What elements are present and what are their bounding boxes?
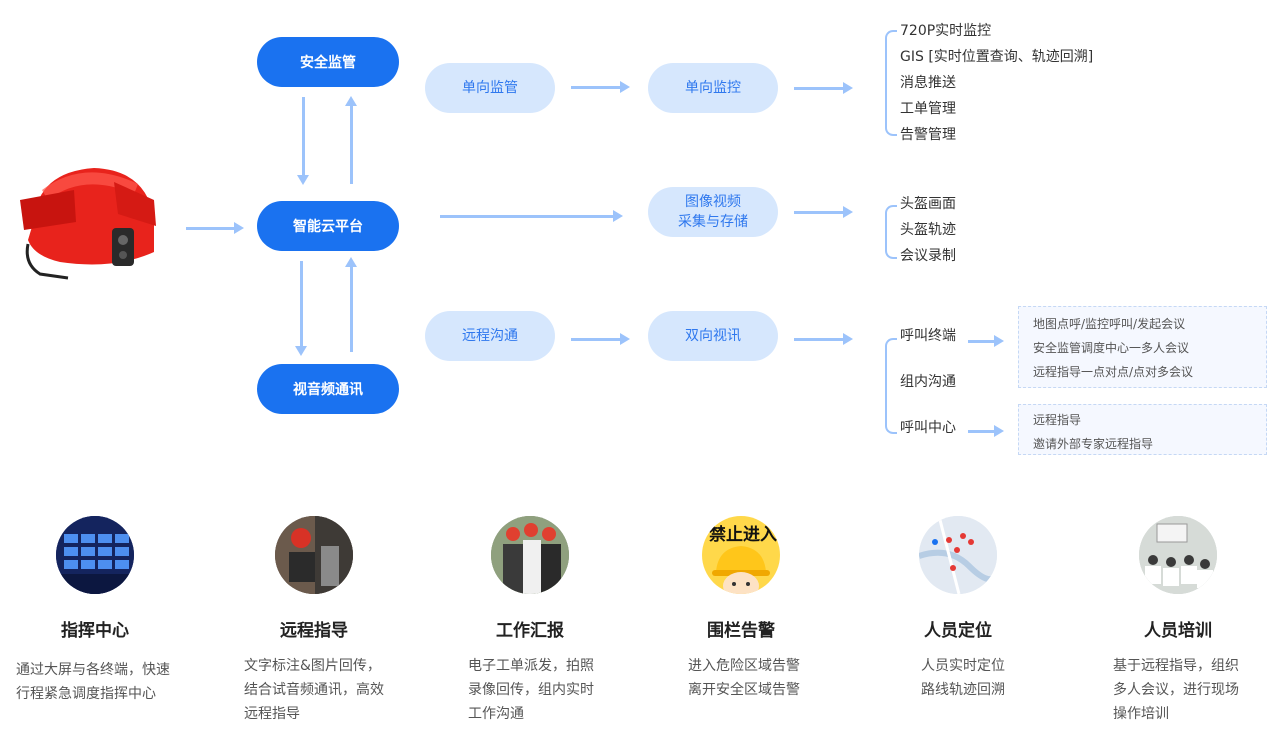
desc-line: 离开安全区域告警 xyxy=(688,682,800,698)
feature-personnel-location: 人员定位 xyxy=(858,516,1058,641)
row2-arrow xyxy=(794,206,853,218)
personnel-location-map xyxy=(919,516,997,594)
remote-communication-pill: 远程沟通 xyxy=(425,311,555,361)
terminal-detail-arrow xyxy=(968,335,1004,347)
pill-line: 图像视频 xyxy=(685,194,741,210)
center-details-box: 远程指导 邀请外部专家远程指导 xyxy=(1018,404,1267,455)
comm-features-list: 呼叫终端 组内沟通 呼叫中心 xyxy=(900,324,956,440)
feature-description: 人员实时定位 路线轨迹回溯 xyxy=(921,654,1005,702)
desc-line: 通过大屏与各终端，快速 xyxy=(16,662,170,678)
comm-features-bracket xyxy=(885,338,897,434)
desc-line: 结合试音频通讯，高效 xyxy=(244,682,384,698)
list-item: 组内沟通 xyxy=(900,374,956,390)
feature-command-center: 指挥中心 xyxy=(0,516,195,641)
list-item: 头盔画面 xyxy=(900,196,956,212)
list-item: 头盔轨迹 xyxy=(900,222,956,238)
desc-line: 路线轨迹回溯 xyxy=(921,682,1005,698)
monitor-features-bracket xyxy=(885,30,897,136)
list-item: 地图点呼/监控呼叫/发起会议 xyxy=(1033,317,1186,331)
feature-fence-alarm: 禁止进入 围栏告警 xyxy=(641,516,841,641)
desc-line: 电子工单派发，拍照 xyxy=(468,658,594,674)
row1-arrow-a xyxy=(571,81,630,93)
list-item: 720P实时监控 xyxy=(900,23,992,39)
row3-arrow-a xyxy=(571,333,630,345)
helmet-to-cloud-arrow xyxy=(186,222,244,234)
cloud-to-safety-arrow xyxy=(345,96,357,184)
list-item: 消息推送 xyxy=(900,75,956,91)
smart-cloud-platform-node: 智能云平台 xyxy=(257,201,399,251)
feature-title: 人员定位 xyxy=(924,621,992,641)
terminal-details-box: 地图点呼/监控呼叫/发起会议 安全监管调度中心一多人会议 远程指导一点对点/点对… xyxy=(1018,306,1267,388)
one-way-monitor-pill: 单向监控 xyxy=(648,63,778,113)
feature-remote-guidance: 远程指导 xyxy=(214,516,414,641)
list-item: 呼叫中心 xyxy=(900,420,956,436)
feature-description: 电子工单派发，拍照 录像回传，组内实时 工作沟通 xyxy=(468,654,594,726)
desc-line: 工作沟通 xyxy=(468,706,524,722)
desc-line: 行程紧急调度指挥中心 xyxy=(16,686,156,702)
center-detail-arrow xyxy=(968,425,1004,437)
monitor-features-list: 720P实时监控 GIS [实时位置查询、轨迹回溯] 消息推送 工单管理 告警管… xyxy=(900,18,1093,148)
feature-title: 工作汇报 xyxy=(496,621,564,641)
desc-line: 操作培训 xyxy=(1113,706,1169,722)
work-report-photo xyxy=(491,516,569,594)
list-item: 告警管理 xyxy=(900,127,956,143)
feature-title: 远程指导 xyxy=(280,621,348,641)
list-item: 远程指导一点对点/点对多会议 xyxy=(1033,365,1194,379)
list-item: 远程指导 xyxy=(1033,413,1082,427)
smart-helmet-image xyxy=(14,160,164,285)
list-item: 呼叫终端 xyxy=(900,328,956,344)
feature-title: 人员培训 xyxy=(1144,621,1212,641)
safety-supervision-node: 安全监管 xyxy=(257,37,399,87)
remote-guidance-photo xyxy=(275,516,353,594)
feature-title: 围栏告警 xyxy=(707,621,775,641)
one-way-supervision-pill: 单向监管 xyxy=(425,63,555,113)
feature-description: 通过大屏与各终端，快速 行程紧急调度指挥中心 xyxy=(16,658,170,706)
desc-line: 多人会议，进行现场 xyxy=(1113,682,1239,698)
fence-alarm-illustration: 禁止进入 xyxy=(702,516,780,594)
list-item: 安全监管调度中心一多人会议 xyxy=(1033,341,1190,355)
image-features-bracket xyxy=(885,205,897,259)
feature-description: 基于远程指导，组织 多人会议，进行现场 操作培训 xyxy=(1113,654,1239,726)
feature-title: 指挥中心 xyxy=(61,621,129,641)
desc-line: 进入危险区域告警 xyxy=(688,658,800,674)
desc-line: 文字标注&图片回传， xyxy=(244,658,381,674)
personnel-training-photo xyxy=(1139,516,1217,594)
safety-to-cloud-arrow xyxy=(297,97,309,185)
list-item: 邀请外部专家远程指导 xyxy=(1033,437,1154,451)
feature-description: 进入危险区域告警 离开安全区域告警 xyxy=(688,654,800,702)
cloud-to-av-arrow xyxy=(295,261,307,356)
image-features-list: 头盔画面 头盔轨迹 会议录制 xyxy=(900,191,956,269)
no-entry-sign-text: 禁止进入 xyxy=(709,525,777,545)
desc-line: 人员实时定位 xyxy=(921,658,1005,674)
desc-line: 基于远程指导，组织 xyxy=(1113,658,1239,674)
av-to-cloud-arrow xyxy=(345,257,357,352)
audio-video-communication-node: 视音频通讯 xyxy=(257,364,399,414)
list-item: GIS [实时位置查询、轨迹回溯] xyxy=(900,49,1094,65)
feature-personnel-training: 人员培训 xyxy=(1078,516,1278,641)
cloud-to-image-arrow xyxy=(440,210,623,222)
desc-line: 远程指导 xyxy=(244,706,300,722)
row1-arrow-b xyxy=(794,82,853,94)
list-item: 会议录制 xyxy=(900,248,956,264)
image-video-capture-pill: 图像视频 采集与存储 xyxy=(648,187,778,237)
feature-description: 文字标注&图片回传， 结合试音频通讯，高效 远程指导 xyxy=(244,654,384,726)
pill-line: 采集与存储 xyxy=(678,214,748,230)
feature-work-report: 工作汇报 xyxy=(430,516,630,641)
two-way-video-pill: 双向视讯 xyxy=(648,311,778,361)
desc-line: 录像回传，组内实时 xyxy=(468,682,594,698)
row3-arrow-b xyxy=(794,333,853,345)
command-center-photo xyxy=(56,516,134,594)
list-item: 工单管理 xyxy=(900,101,956,117)
